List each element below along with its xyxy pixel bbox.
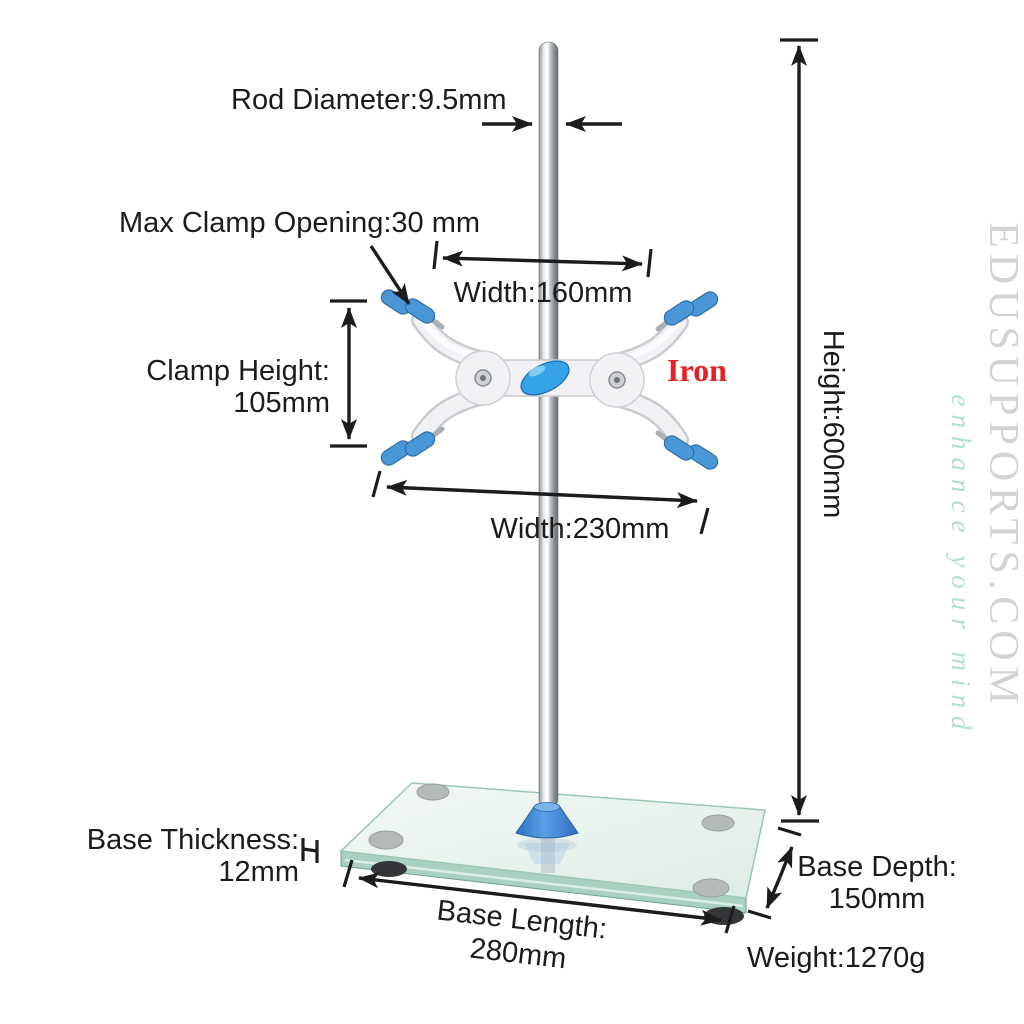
dimension-width-160 [432,240,653,278]
base-depth-value: 150mm [828,883,926,915]
material-badge: Iron [667,352,727,388]
clamp-height-label-block: Clamp Height: 105mm [130,355,330,419]
base-foot-back-right [701,814,735,832]
glass-base [339,782,766,925]
max-clamp-opening-label: Max Clamp Opening:30 mm [119,207,481,239]
clamp-grip [404,431,436,457]
base-foot-back-left [416,783,450,801]
rod-diameter-label: Rod Diameter:9.5mm [231,84,507,116]
dimension-clamp-opening-arrow [369,245,411,305]
stand-height-label: Height:600mm [817,329,849,519]
weight-label: Weight:1270g [747,942,926,974]
dimension-base-depth [747,826,802,920]
base-thickness-label: Base Thickness: [86,824,299,856]
base-thickness-value: 12mm [218,856,299,888]
base-foot-front-left [368,830,404,850]
dimension-base-thickness-mark [301,838,319,863]
support-rod [538,41,559,809]
dimension-width-230 [371,470,710,535]
clamp-width-top-label: Width:160mm [453,277,633,309]
clamp-grip [663,300,695,326]
base-thickness-label-block: Base Thickness: 12mm [79,824,299,888]
base-depth-label-block: Base Depth: 150mm [758,851,996,915]
clamp-width-bottom-label: Width:230mm [490,513,670,545]
dimension-clamp-height [330,299,367,448]
clamp-height-label: Clamp Height: [146,355,330,387]
dimension-base-length [342,859,736,934]
clamp-height-value: 105mm [233,387,330,419]
double-buret-clamp [380,289,719,470]
base-foot-front-right [692,878,730,898]
dimension-height-600 [780,38,819,823]
rod-base-cone [515,802,579,839]
base-depth-label: Base Depth: [797,851,957,883]
clamp-grip [663,435,695,461]
